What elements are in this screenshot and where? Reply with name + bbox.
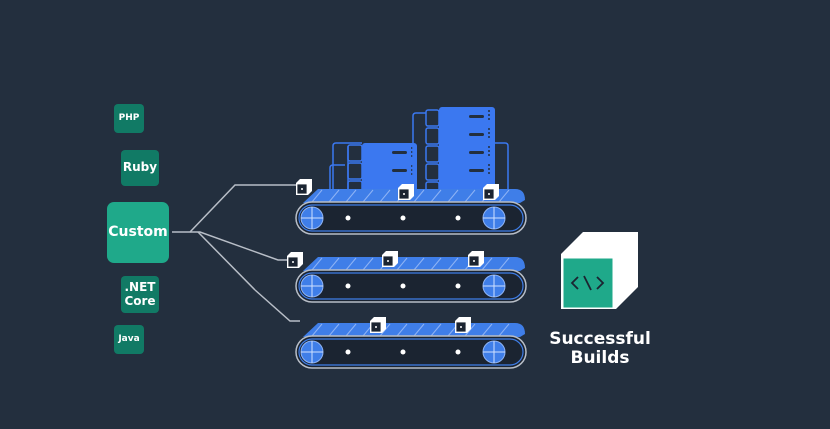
successful-builds-label: Successful Builds xyxy=(540,330,660,368)
language-label: .NET Core xyxy=(124,280,156,308)
label-line: Successful xyxy=(549,329,651,349)
roller-wheel xyxy=(482,340,506,364)
language-label: Custom xyxy=(108,223,168,240)
belt-dot xyxy=(400,215,406,221)
package-cube xyxy=(296,179,312,195)
package-cube xyxy=(370,317,386,333)
package-cube xyxy=(382,251,398,267)
conveyor-belt xyxy=(295,179,527,235)
belt-dot xyxy=(455,215,461,221)
roller-wheel xyxy=(300,206,324,230)
belt-dot xyxy=(400,349,406,355)
label-line: Builds xyxy=(570,348,630,368)
language-php: PHP xyxy=(114,104,144,133)
belt-dot xyxy=(345,349,351,355)
package-cube xyxy=(287,252,303,268)
belt-dot xyxy=(400,283,406,289)
package-cube xyxy=(483,184,499,200)
roller-wheel xyxy=(300,340,324,364)
roller-wheel xyxy=(482,274,506,298)
language-label: PHP xyxy=(118,112,140,123)
belt-dot xyxy=(345,283,351,289)
server-rack-tall xyxy=(412,107,509,200)
belt-dot xyxy=(455,349,461,355)
language-dotnet-core: .NET Core xyxy=(121,276,159,313)
package-cube xyxy=(468,251,484,267)
package-cube xyxy=(455,317,471,333)
language-custom: Custom xyxy=(107,202,169,263)
roller-wheel xyxy=(300,274,324,298)
conveyor-belt xyxy=(295,317,527,369)
language-ruby: Ruby xyxy=(121,150,159,186)
conveyor-belt xyxy=(287,251,527,303)
language-label: Ruby xyxy=(122,160,158,175)
code-brackets-icon xyxy=(570,275,605,291)
belt-dot xyxy=(345,215,351,221)
roller-wheel xyxy=(482,206,506,230)
connector-lines xyxy=(172,184,300,322)
language-label: Java xyxy=(118,333,140,344)
successful-build-cube xyxy=(561,232,638,309)
package-cube xyxy=(398,184,414,200)
belt-dot xyxy=(455,283,461,289)
language-java: Java xyxy=(114,325,144,354)
